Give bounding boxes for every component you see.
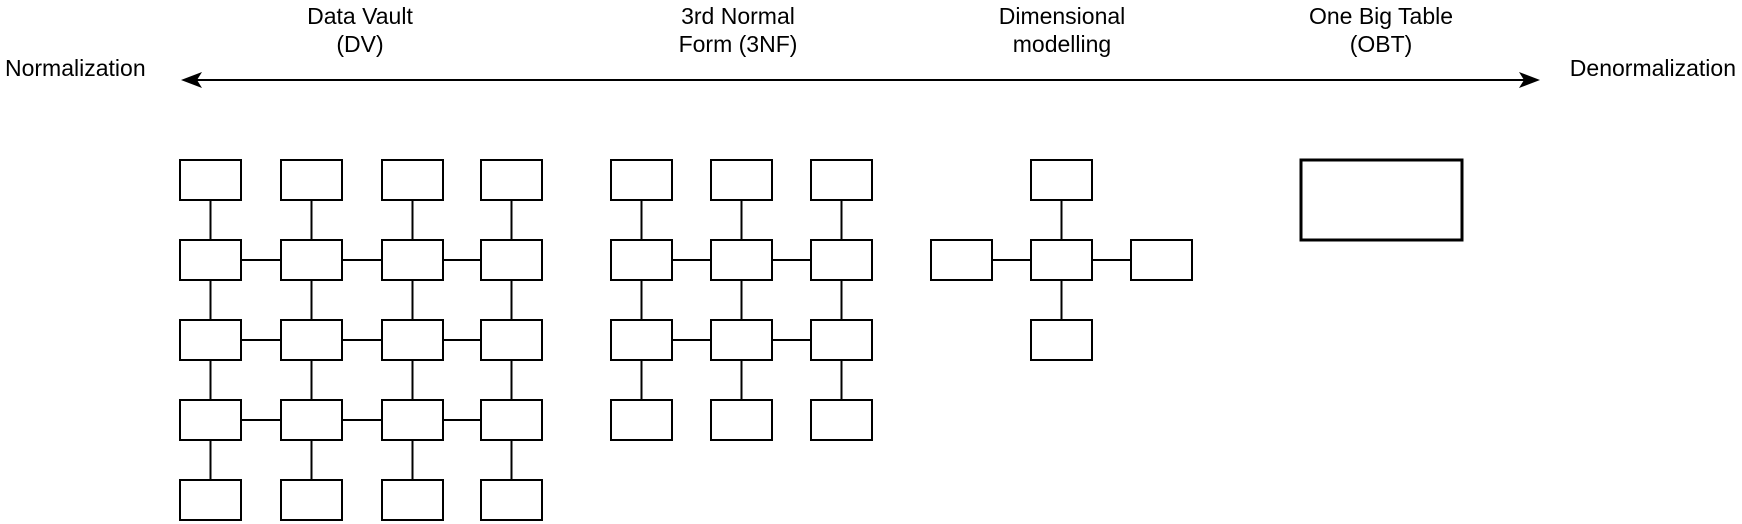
table-node-data-vault-r5c3: [381, 479, 444, 521]
table-node-data-vault-r4c2: [280, 399, 343, 441]
table-node-data-vault-r3c4: [480, 319, 543, 361]
group-label-dimensional-modelling: Dimensional modelling: [942, 2, 1182, 58]
group-label-data-vault: Data Vault (DV): [240, 2, 480, 58]
group-obt: [1299, 158, 1464, 242]
table-node-3nf-r2c3: [810, 239, 873, 281]
group-3nf: [610, 159, 873, 441]
group-label-line1: One Big Table: [1308, 3, 1454, 29]
table-node-data-vault-r1c4: [480, 159, 543, 201]
group-label-line1: Data Vault: [307, 3, 413, 29]
table-node-data-vault-r2c2: [280, 239, 343, 281]
table-node-data-vault-r1c3: [381, 159, 444, 201]
axis-right-label: Denormalization: [1569, 55, 1736, 81]
table-node-data-vault-r5c1: [179, 479, 242, 521]
arrowhead-left-icon: [181, 72, 202, 88]
table-node-data-vault-r5c4: [480, 479, 543, 521]
table-node-data-vault-r3c2: [280, 319, 343, 361]
table-node-dimensional-dim-top: [1030, 159, 1093, 201]
table-node-data-vault-r5c2: [280, 479, 343, 521]
table-node-dimensional-dim-left: [930, 239, 993, 281]
group-dimensional: [930, 159, 1193, 361]
table-node-data-vault-r2c4: [480, 239, 543, 281]
table-node-3nf-r3c2: [710, 319, 773, 361]
table-node-3nf-r1c3: [810, 159, 873, 201]
group-data-vault: [179, 159, 543, 521]
table-node-data-vault-r3c3: [381, 319, 444, 361]
table-node-data-vault-r4c3: [381, 399, 444, 441]
table-node-3nf-r3c3: [810, 319, 873, 361]
table-node-3nf-r2c2: [710, 239, 773, 281]
table-node-data-vault-r4c1: [179, 399, 242, 441]
table-node-obt-big-table: [1299, 158, 1464, 242]
group-label-3nf: 3rd Normal Form (3NF): [618, 2, 858, 58]
group-label-line2: Form (3NF): [678, 31, 798, 57]
table-node-3nf-r4c3: [810, 399, 873, 441]
group-label-line1: Dimensional: [998, 3, 1126, 29]
table-node-dimensional-dim-right: [1130, 239, 1193, 281]
table-node-data-vault-r3c1: [179, 319, 242, 361]
table-node-3nf-r4c1: [610, 399, 673, 441]
table-node-data-vault-r2c1: [179, 239, 242, 281]
group-label-line2: (OBT): [1349, 31, 1413, 57]
group-label-line2: (DV): [336, 31, 384, 57]
table-node-3nf-r2c1: [610, 239, 673, 281]
table-node-dimensional-dim-bottom: [1030, 319, 1093, 361]
axis-left-label: Normalization: [5, 55, 146, 81]
table-node-3nf-r1c1: [610, 159, 673, 201]
table-node-data-vault-r4c4: [480, 399, 543, 441]
table-node-3nf-r4c2: [710, 399, 773, 441]
group-label-line2: modelling: [1012, 31, 1112, 57]
table-node-3nf-r1c2: [710, 159, 773, 201]
table-node-data-vault-r2c3: [381, 239, 444, 281]
arrowhead-right-icon: [1519, 72, 1540, 88]
table-node-dimensional-fact: [1030, 239, 1093, 281]
table-node-3nf-r3c1: [610, 319, 673, 361]
table-node-data-vault-r1c2: [280, 159, 343, 201]
group-label-one-big-table: One Big Table (OBT): [1261, 2, 1501, 58]
group-label-line1: 3rd Normal: [681, 3, 795, 29]
table-node-data-vault-r1c1: [179, 159, 242, 201]
